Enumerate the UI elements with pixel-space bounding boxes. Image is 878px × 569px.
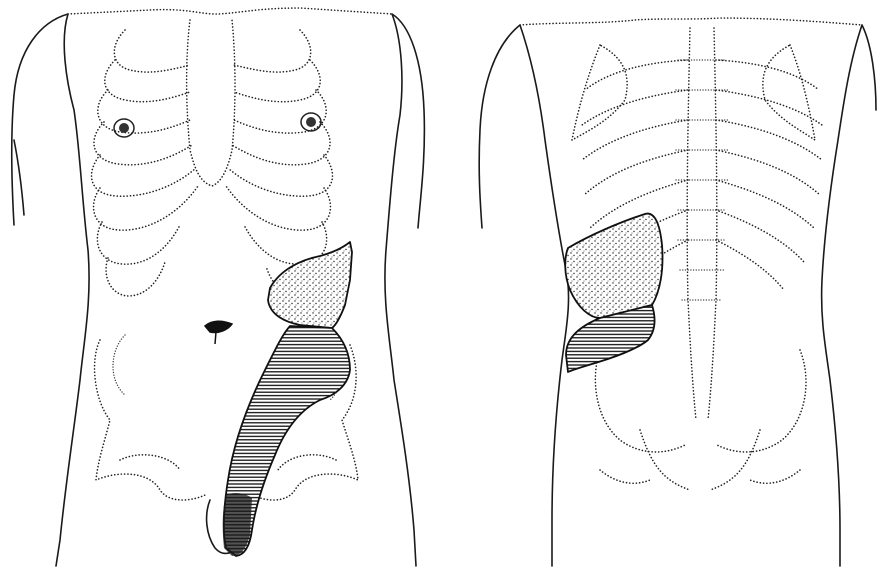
anterior-region-stipple (268, 242, 352, 328)
anterior-view (12, 8, 425, 566)
anterior-nipple-right (301, 113, 321, 131)
anterior-ribs-right (226, 30, 332, 294)
anterior-umbilicus (205, 321, 232, 344)
posterior-region-hatch (566, 305, 655, 372)
posterior-body-outline (479, 25, 876, 566)
posterior-scapula-right (763, 45, 815, 140)
posterior-view (479, 18, 876, 566)
posterior-collar (520, 18, 862, 25)
anterior-ribs-left (92, 30, 198, 296)
posterior-region-stipple (565, 214, 662, 318)
anterior-sternum (187, 20, 235, 186)
anterior-body-outline (12, 14, 425, 566)
posterior-pelvis (595, 350, 806, 490)
posterior-scapula-left (572, 45, 627, 140)
anterior-nipple-left (114, 119, 134, 137)
posterior-ribs-right (716, 60, 822, 290)
posterior-spine (676, 28, 728, 420)
anterior-collar (68, 8, 392, 14)
